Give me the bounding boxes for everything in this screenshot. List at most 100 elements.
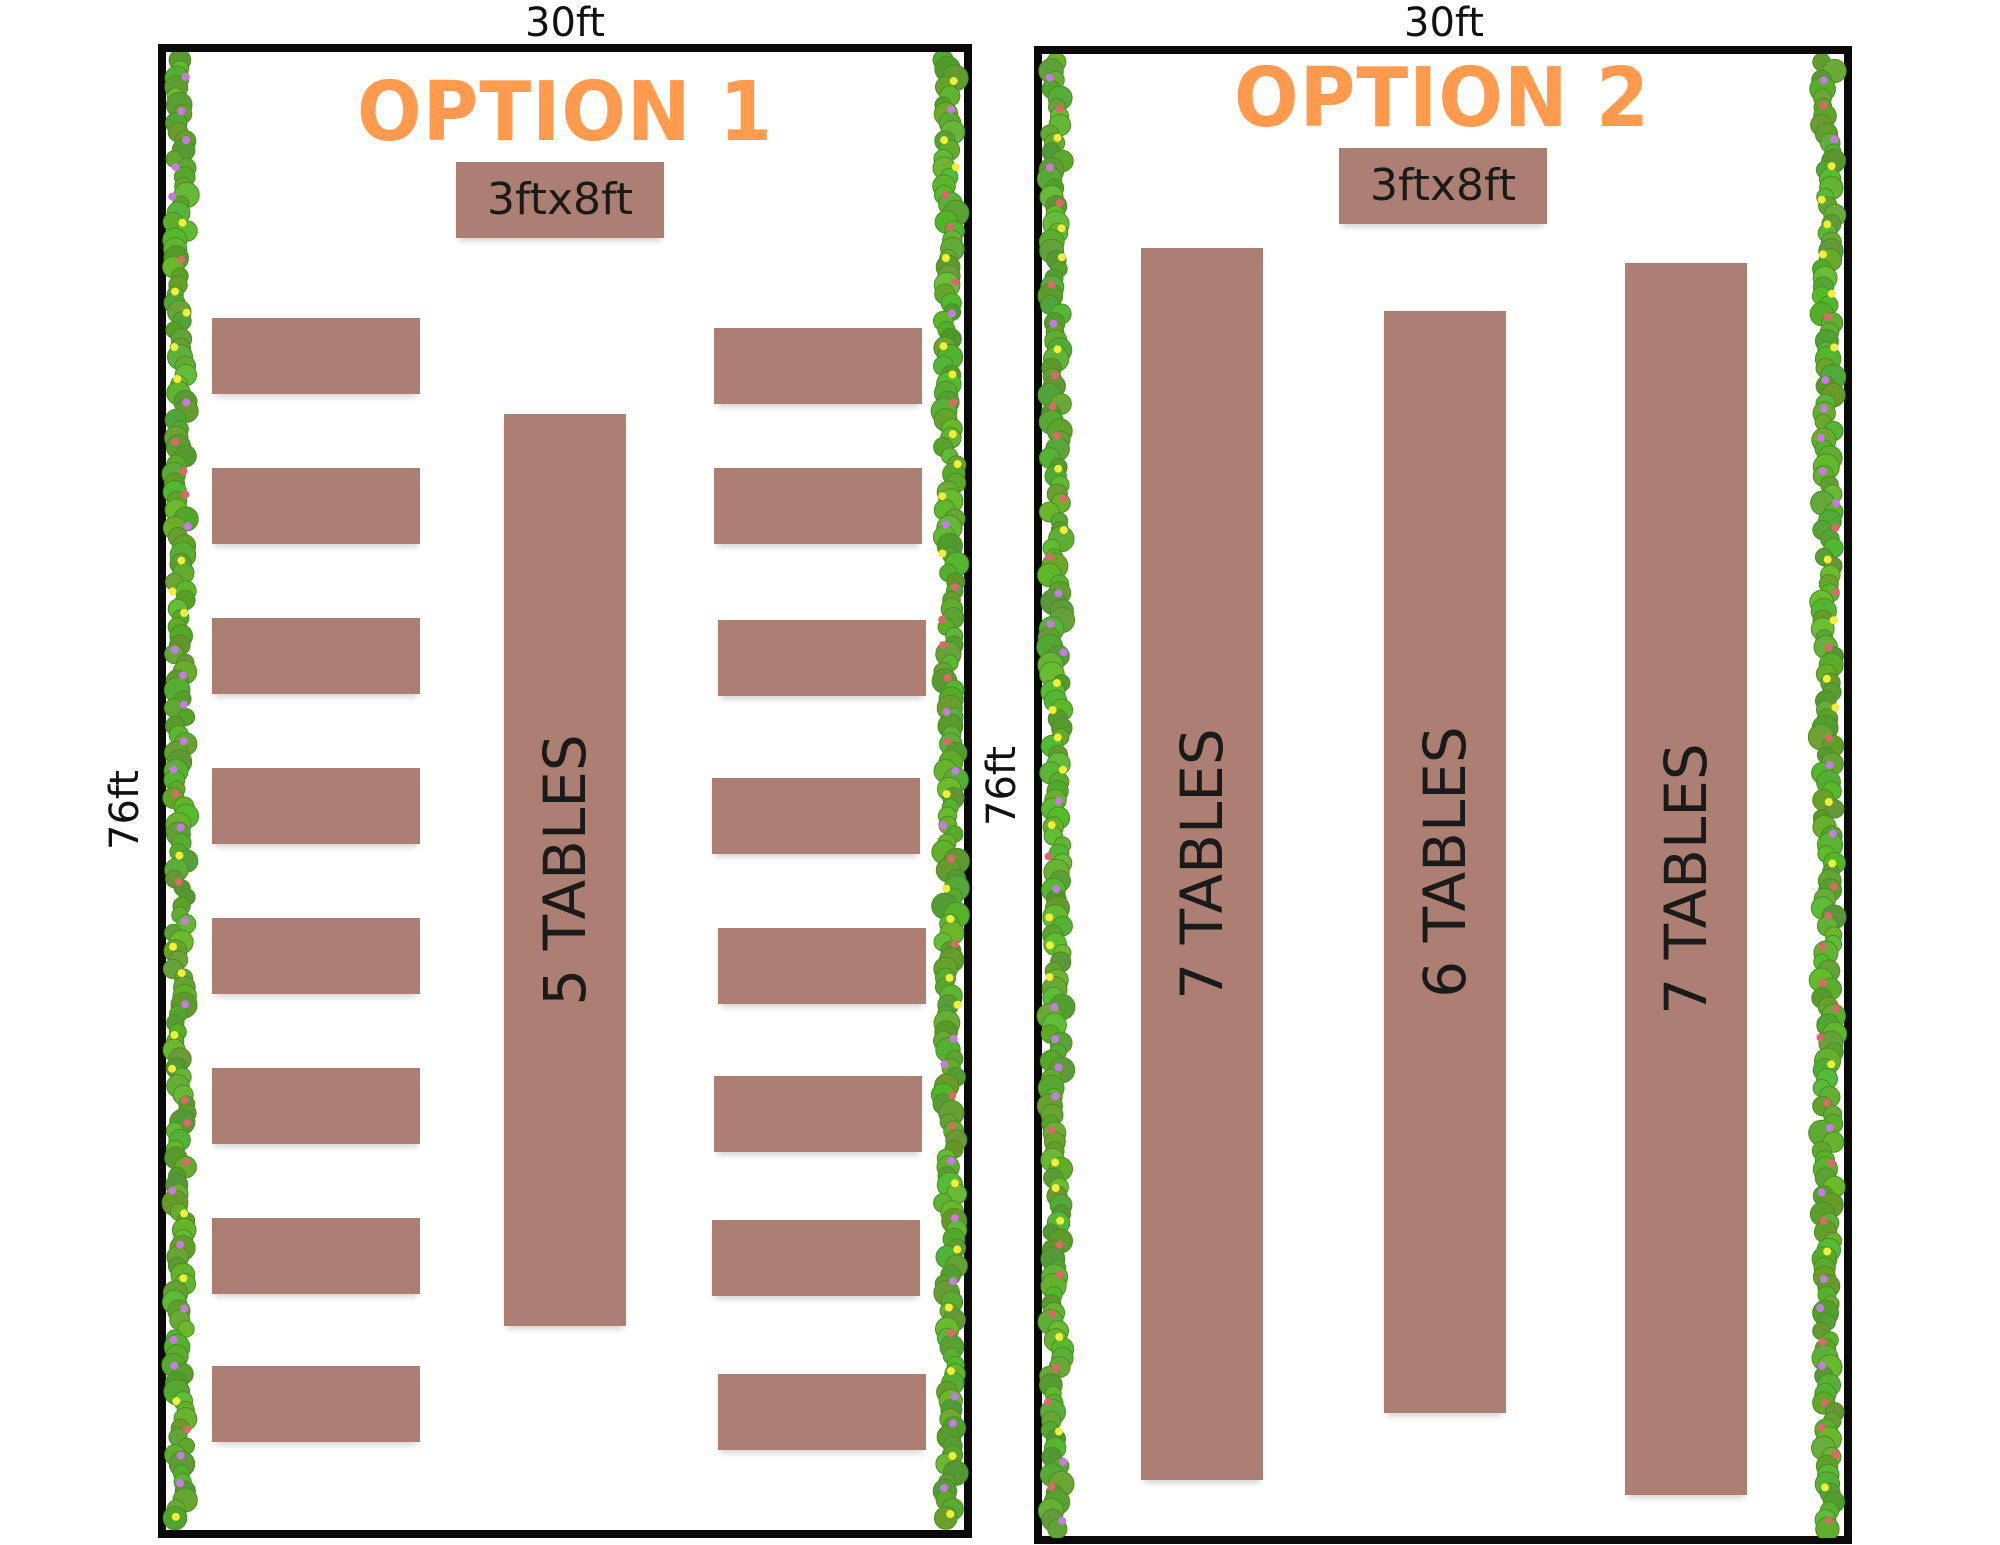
hedge-flower bbox=[1823, 555, 1832, 564]
hedge-flower bbox=[1058, 1516, 1067, 1525]
hedge-flower bbox=[1045, 973, 1054, 982]
hedge-flower bbox=[168, 1186, 177, 1195]
hedge-flower bbox=[947, 1328, 956, 1337]
hedge-flower bbox=[181, 490, 190, 499]
hedge-flower bbox=[169, 765, 178, 774]
option1-right-table bbox=[714, 468, 922, 544]
hedge-flower bbox=[938, 549, 947, 558]
hedge-flower bbox=[1823, 312, 1832, 321]
hedge-flower bbox=[1824, 734, 1833, 743]
hedge-flower bbox=[183, 1119, 192, 1127]
hedge-flower bbox=[950, 940, 959, 948]
option2-title: OPTION 2 bbox=[1234, 49, 1650, 146]
option1-right-table bbox=[714, 328, 922, 404]
hedge-flower bbox=[1817, 1188, 1826, 1197]
hedge-flower bbox=[1832, 499, 1840, 508]
hedge-flower bbox=[1819, 76, 1828, 85]
hedge-flower bbox=[1827, 289, 1836, 298]
hedge-flower bbox=[940, 1060, 949, 1069]
hedge-flower bbox=[1053, 345, 1062, 354]
hedge-flower bbox=[947, 309, 956, 318]
hedge-flower bbox=[950, 278, 959, 287]
hedge-flower bbox=[1054, 1063, 1063, 1072]
hedge-flower bbox=[1817, 195, 1826, 204]
hedge-flower bbox=[181, 72, 190, 81]
hedge-flower bbox=[1831, 703, 1840, 712]
option2-middle-table-label: 6 TABLES bbox=[1411, 726, 1479, 998]
hedge-flower bbox=[1831, 1450, 1840, 1459]
hedge-flower bbox=[942, 790, 951, 799]
hedge-flower bbox=[1052, 679, 1061, 687]
hedge-flower bbox=[948, 370, 957, 379]
hedge-flower bbox=[1059, 526, 1068, 534]
hedge-flower bbox=[168, 1064, 177, 1073]
hedge-flower bbox=[176, 1451, 185, 1460]
hedge-flower bbox=[938, 615, 947, 624]
hedge-flower bbox=[1825, 761, 1834, 769]
hedge-flower bbox=[1816, 1304, 1825, 1313]
hedge-flower bbox=[180, 1096, 189, 1105]
option1-right-table bbox=[718, 1374, 926, 1450]
hedge-flower bbox=[950, 1179, 959, 1188]
hedge-flower bbox=[948, 1122, 957, 1131]
hedge-flower bbox=[948, 1419, 957, 1428]
option2-width-label: 30ft bbox=[1404, 0, 1484, 46]
hedge-flower bbox=[1820, 404, 1829, 413]
hedge-flower bbox=[178, 218, 187, 227]
hedge-flower bbox=[1055, 1240, 1064, 1249]
hedge-flower bbox=[174, 878, 183, 887]
option1-left-table bbox=[212, 768, 420, 844]
hedge-flower bbox=[1047, 280, 1056, 289]
hedge-flower bbox=[1044, 852, 1053, 861]
hedge-flower bbox=[182, 308, 191, 317]
hedge-flower bbox=[1824, 643, 1833, 652]
hedge-flower bbox=[1051, 371, 1060, 380]
hedge-flower bbox=[177, 107, 186, 116]
hedge-flower bbox=[1050, 1003, 1059, 1011]
hedge-flower bbox=[1057, 224, 1066, 233]
hedge-flower bbox=[953, 1245, 962, 1254]
hedge-flower bbox=[942, 708, 951, 716]
option1-right-table bbox=[718, 620, 926, 696]
option1-right-table bbox=[718, 928, 926, 1004]
hedge-flower bbox=[938, 641, 947, 650]
hedge-flower bbox=[1047, 1126, 1056, 1134]
hedge-flower bbox=[169, 1335, 178, 1344]
hedge-flower bbox=[179, 737, 188, 746]
hedge-flower bbox=[1054, 464, 1063, 473]
hedge-flower bbox=[1818, 978, 1827, 987]
hedge-flower bbox=[170, 1361, 179, 1370]
hedge-flower bbox=[1055, 1270, 1064, 1279]
option1-right-table bbox=[712, 778, 920, 854]
hedge-flower bbox=[939, 342, 948, 351]
hedge-flower bbox=[171, 287, 179, 296]
hedge-flower bbox=[942, 884, 951, 893]
hedge-flower bbox=[1052, 885, 1061, 894]
hedge-flower bbox=[951, 583, 960, 592]
hedge-flower bbox=[947, 854, 956, 863]
hedge-flower bbox=[1816, 1033, 1825, 1042]
hedge-flower bbox=[1059, 648, 1068, 657]
hedge-flower bbox=[1824, 1516, 1833, 1525]
hedge-flower bbox=[1831, 588, 1840, 597]
option1-head-table: 3ftx8ft bbox=[456, 162, 664, 238]
option2-head-table: 3ftx8ft bbox=[1339, 148, 1547, 224]
hedge-flower bbox=[949, 1277, 958, 1286]
option1-center-table: 5 TABLES bbox=[504, 414, 626, 1326]
hedge-flower bbox=[946, 105, 955, 114]
hedge-flower bbox=[182, 1157, 191, 1166]
option1-left-table bbox=[212, 318, 420, 394]
hedge-flower bbox=[179, 671, 188, 680]
hedge-flower bbox=[179, 700, 188, 709]
hedge-flower bbox=[1821, 1483, 1829, 1492]
hedge-leaf bbox=[934, 1506, 958, 1530]
hedge-flower bbox=[171, 437, 180, 446]
hedge-flower bbox=[1828, 829, 1837, 838]
hedge-flower bbox=[1051, 1035, 1060, 1043]
hedge-flower bbox=[949, 398, 958, 407]
hedge-flower bbox=[1826, 1123, 1834, 1132]
hedge-flower bbox=[941, 520, 950, 529]
hedge-flower bbox=[1818, 1338, 1827, 1347]
hedge-flower bbox=[1828, 859, 1837, 868]
hedge-flower bbox=[1046, 941, 1054, 950]
